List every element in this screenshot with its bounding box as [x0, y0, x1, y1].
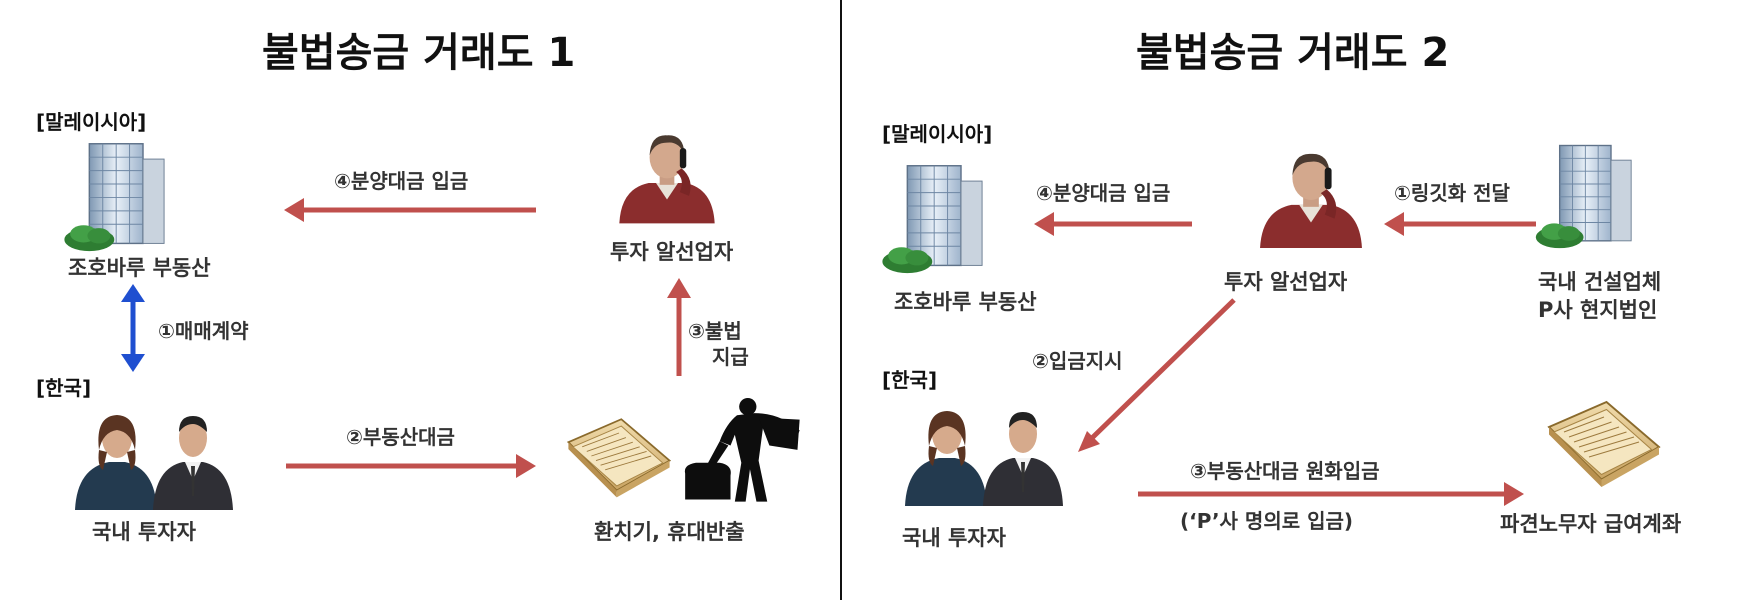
diagram-1-title: 불법송금 거래도 1 — [262, 30, 576, 76]
arrow-step2 — [1078, 298, 1236, 452]
step2-label: ②입금지시 — [1032, 349, 1123, 373]
node-exchange-label: 환치기, 휴대반출 — [594, 520, 745, 544]
diagram-2-panel: 불법송금 거래도 2 [말레이시아] [한국] 조호바루 부동산 투자 알선업자… — [842, 0, 1756, 600]
node-payroll-label: 파견노무자 급여계좌 — [1500, 512, 1682, 536]
region-korea-label: [한국] — [36, 376, 92, 400]
arrow-step3 — [1138, 482, 1524, 506]
step1-label: ①링깃화 전달 — [1394, 181, 1510, 205]
node-company-label-line2: P사 현지법인 — [1538, 298, 1658, 322]
arrow-step1 — [1384, 212, 1536, 236]
panel-divider — [840, 0, 842, 600]
node-broker-label: 투자 알선업자 — [1224, 270, 1348, 294]
step3-label-line1: ③불법 — [688, 319, 742, 343]
step4-label: ④분양대금 입금 — [334, 169, 469, 193]
diagram-1-panel: 불법송금 거래도 1 [말레이시아] [한국] 조호바루 부동산 투자 알선업자… — [0, 0, 840, 600]
step3-label-line2: 지급 — [712, 345, 749, 369]
node-investors-label: 국내 투자자 — [92, 520, 196, 544]
region-malaysia-label: [말레이시아] — [882, 122, 993, 146]
step3-note: (‘P’사 명의로 입금) — [1180, 509, 1354, 533]
arrow-step1-bidirectional — [121, 284, 145, 372]
step3-label: ③부동산대금 원화입금 — [1190, 459, 1380, 483]
node-real-estate-label: 조호바루 부동산 — [68, 256, 211, 280]
arrow-step3 — [667, 278, 691, 376]
step1-label: ①매매계약 — [158, 319, 249, 343]
step4-label: ④분양대금 입금 — [1036, 181, 1171, 205]
node-company-label-line1: 국내 건설업체 — [1538, 270, 1662, 294]
arrow-step4 — [1034, 212, 1192, 236]
region-malaysia-label: [말레이시아] — [36, 110, 147, 134]
arrow-step4 — [284, 198, 536, 222]
arrow-step2 — [286, 454, 536, 478]
diagram-1-arrows — [121, 198, 691, 478]
node-real-estate-label: 조호바루 부동산 — [894, 290, 1037, 314]
node-investors-label: 국내 투자자 — [902, 526, 1006, 550]
node-broker-label: 투자 알선업자 — [610, 240, 734, 264]
diagram-2-arrows — [1034, 212, 1536, 506]
region-korea-label: [한국] — [882, 368, 938, 392]
step2-label: ②부동산대금 — [346, 425, 455, 449]
diagram-2-title: 불법송금 거래도 2 — [1136, 30, 1450, 76]
